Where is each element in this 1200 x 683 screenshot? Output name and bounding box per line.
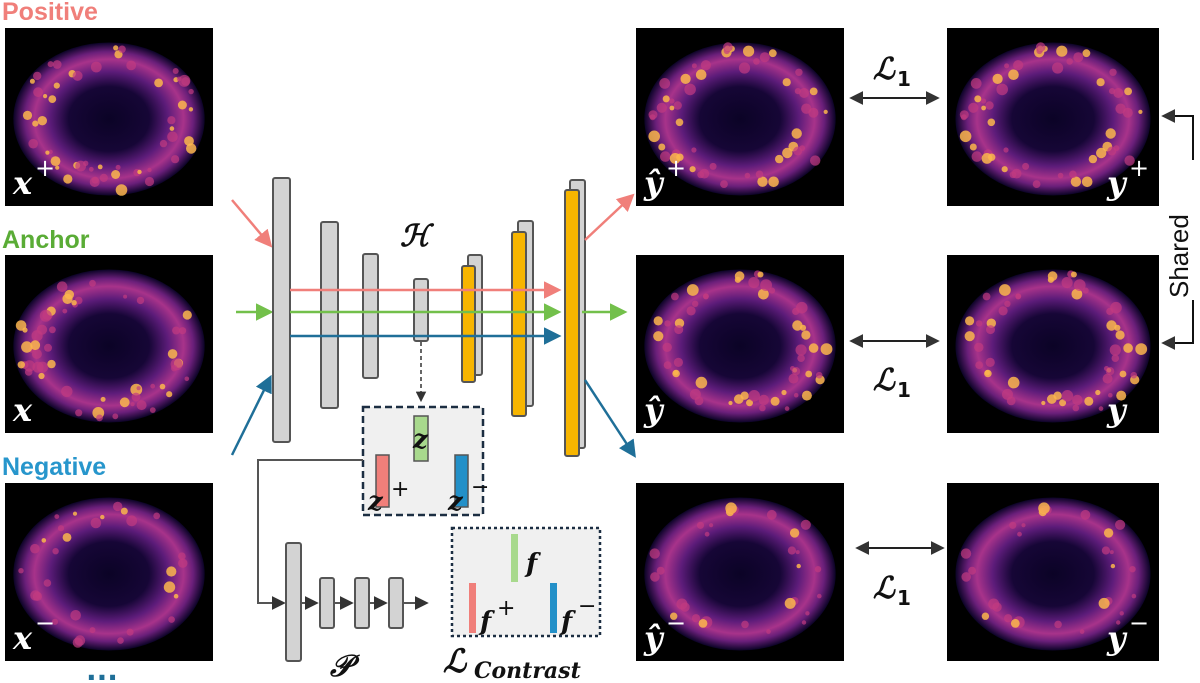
target-anchor-image: y: [947, 255, 1159, 433]
prediction-anchor-image: ŷ: [636, 255, 844, 433]
input-negative-symbol: x: [12, 619, 33, 657]
target-positive-image: y+: [947, 28, 1159, 206]
negative-label: Negative: [2, 453, 107, 481]
feature-f-pos-bar: [469, 583, 476, 633]
target-anchor-symbol: y: [1106, 391, 1128, 429]
l1-negative-label: ℒ: [873, 571, 896, 606]
latent-z-label: z: [412, 425, 429, 455]
encoder-block-1: [272, 177, 291, 443]
latent-z-pos-sup: +: [391, 477, 409, 502]
prediction-anchor-symbol: ŷ: [643, 391, 665, 429]
decoder-block-1: [461, 265, 476, 383]
target-negative-superscript: −: [1129, 609, 1149, 637]
more-negatives-ellipsis: ...: [86, 654, 118, 683]
anchor-label: Anchor: [2, 226, 90, 254]
input-negative-image: x−: [5, 483, 213, 661]
negative-input-arrow: [230, 374, 272, 456]
latent-z-neg-sup: −: [471, 475, 489, 500]
feature-f-neg-sup: −: [578, 594, 596, 619]
latent-z-pos-bar: [375, 454, 390, 508]
input-negative-superscript: −: [35, 609, 55, 637]
projection-label: 𝒫: [329, 649, 360, 683]
l1-anchor-label: ℒ: [873, 363, 896, 398]
positive-label: Positive: [2, 0, 98, 26]
target-negative-symbol: y: [1106, 619, 1128, 657]
prediction-negative-symbol: ŷ: [643, 619, 665, 657]
target-negative-image: y−: [947, 483, 1159, 661]
contrast-box: [450, 526, 602, 638]
projection-block-3: [354, 577, 370, 629]
latent-z-neg-label: z: [447, 487, 464, 517]
feature-f-neg-label: f: [559, 607, 576, 637]
l1-positive-subscript: 1: [897, 67, 911, 91]
feature-f-pos-sup: +: [497, 596, 515, 621]
projection-block-4: [388, 577, 404, 629]
latent-z-pos-label: z: [367, 487, 384, 517]
input-positive-symbol: x: [12, 164, 33, 202]
input-positive-superscript: +: [35, 154, 55, 182]
prediction-positive-symbol: ŷ: [643, 164, 665, 202]
feature-f-neg-bar: [550, 583, 557, 633]
prediction-negative-superscript: −: [666, 609, 686, 637]
l1-anchor-subscript: 1: [897, 378, 911, 402]
prediction-positive-image: ŷ+: [636, 28, 844, 206]
encoder-decoder-label: ℋ: [400, 219, 435, 254]
prediction-positive-superscript: +: [666, 154, 686, 182]
latent-to-projection-connector: [257, 459, 363, 610]
encoder-block-2: [320, 221, 339, 409]
l1-negative-subscript: 1: [897, 586, 911, 610]
prediction-negative-image: ŷ−: [636, 483, 844, 661]
contrast-loss-subscript: Contrast: [474, 658, 581, 683]
l1-positive-label: ℒ: [873, 52, 896, 87]
positive-input-arrow: [231, 199, 273, 248]
contrast-loss-label: ℒ: [443, 642, 468, 680]
latent-z-neg-bar: [454, 454, 469, 508]
feature-f-label: f: [524, 549, 541, 579]
positive-output-arrow: [584, 193, 635, 241]
target-positive-symbol: y: [1106, 164, 1128, 202]
shared-label: Shared: [1164, 214, 1194, 298]
input-anchor-symbol: x: [12, 391, 33, 429]
negative-output-arrow: [583, 379, 636, 458]
input-positive-image: x+: [5, 28, 213, 206]
target-positive-superscript: +: [1129, 154, 1149, 182]
bottleneck-block: [413, 278, 429, 342]
decoder-block-3: [564, 189, 580, 457]
feature-f-bar: [511, 534, 518, 582]
projection-block-2: [319, 577, 335, 629]
encoder-block-3: [362, 253, 379, 379]
latent-z-bar: [413, 415, 429, 462]
input-anchor-image: x: [5, 255, 213, 433]
decoder-block-2: [511, 231, 527, 417]
projection-block-1: [285, 542, 302, 662]
feature-f-pos-label: f: [478, 607, 495, 637]
